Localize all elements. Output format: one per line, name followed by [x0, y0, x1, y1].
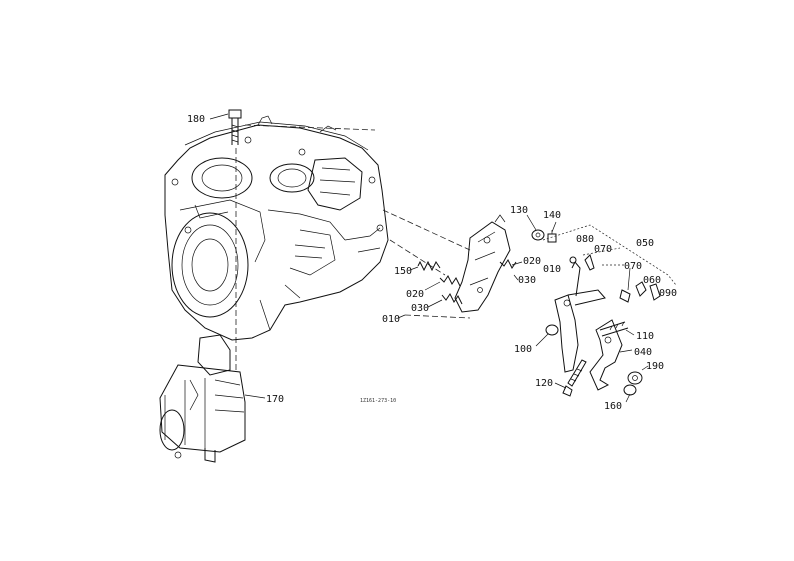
washer-160 — [623, 384, 637, 396]
bolt-180 — [228, 109, 242, 145]
nut-130 — [531, 229, 545, 241]
leader-line — [619, 349, 633, 353]
starter-motor-170 — [159, 334, 246, 463]
part-label-050: 050 — [636, 238, 654, 249]
stay-plate-010 — [454, 214, 511, 313]
part-label-020: 020 — [406, 289, 424, 300]
part-label-180: 180 — [187, 114, 205, 125]
part-label-140: 140 — [543, 210, 561, 221]
part-label-080: 080 — [576, 234, 594, 245]
part-label-030: 030 — [411, 303, 429, 314]
pin-070-b — [619, 289, 631, 303]
leader-line — [397, 314, 406, 319]
part-label-070: 070 — [594, 244, 612, 255]
part-label-060: 060 — [643, 275, 661, 286]
leader-line — [535, 333, 549, 347]
clip-060 — [635, 281, 647, 297]
part-label-010: 010 — [382, 314, 400, 325]
assembly-line — [382, 209, 471, 251]
part-label-090: 090 — [659, 288, 677, 299]
spring-030 — [441, 293, 463, 305]
gear-case-housing — [164, 115, 389, 341]
rod-110 — [599, 321, 629, 337]
pin-070 — [584, 254, 595, 271]
leader-line — [209, 113, 229, 120]
leader-line — [511, 261, 523, 281]
part-label-120: 120 — [535, 378, 553, 389]
bushing-100 — [545, 324, 559, 336]
leader-line — [551, 221, 557, 233]
leader-line — [625, 393, 631, 403]
assembly-line — [389, 239, 446, 276]
part-label-100: 100 — [514, 344, 532, 355]
part-label-130: 130 — [510, 205, 528, 216]
lever-arm-050 — [554, 261, 606, 373]
part-label-010-right: 010 — [543, 264, 561, 275]
leader-line — [526, 214, 537, 231]
part-label-170: 170 — [266, 394, 284, 405]
nut-190 — [627, 371, 643, 385]
screw-120 — [562, 359, 587, 397]
spring-150 — [417, 260, 441, 272]
bracket-040 — [589, 319, 623, 391]
part-label-020-right: 020 — [523, 256, 541, 267]
pin-090 — [649, 283, 661, 301]
leader-line — [625, 329, 635, 336]
leader-line — [554, 382, 567, 389]
part-label-190: 190 — [646, 361, 664, 372]
part-label-030-right: 030 — [518, 275, 536, 286]
part-label-040: 040 — [634, 347, 652, 358]
leader-line — [244, 394, 266, 399]
spring-020 — [439, 275, 461, 287]
part-label-150: 150 — [394, 266, 412, 277]
part-label-070-b: 070 — [624, 261, 642, 272]
leader-line — [427, 299, 443, 308]
washer-080 — [569, 256, 577, 264]
leader-line — [409, 266, 419, 271]
leader-line — [641, 365, 649, 371]
leader-line — [424, 281, 441, 291]
assembly-line — [244, 124, 376, 131]
drawing-code: 1Z161-273-10 — [360, 398, 396, 404]
assembly-line — [404, 314, 471, 319]
part-label-110: 110 — [636, 331, 654, 342]
part-label-160: 160 — [604, 401, 622, 412]
group-outline — [542, 224, 677, 286]
spring-030-right — [499, 259, 517, 269]
leader-line — [627, 267, 631, 291]
